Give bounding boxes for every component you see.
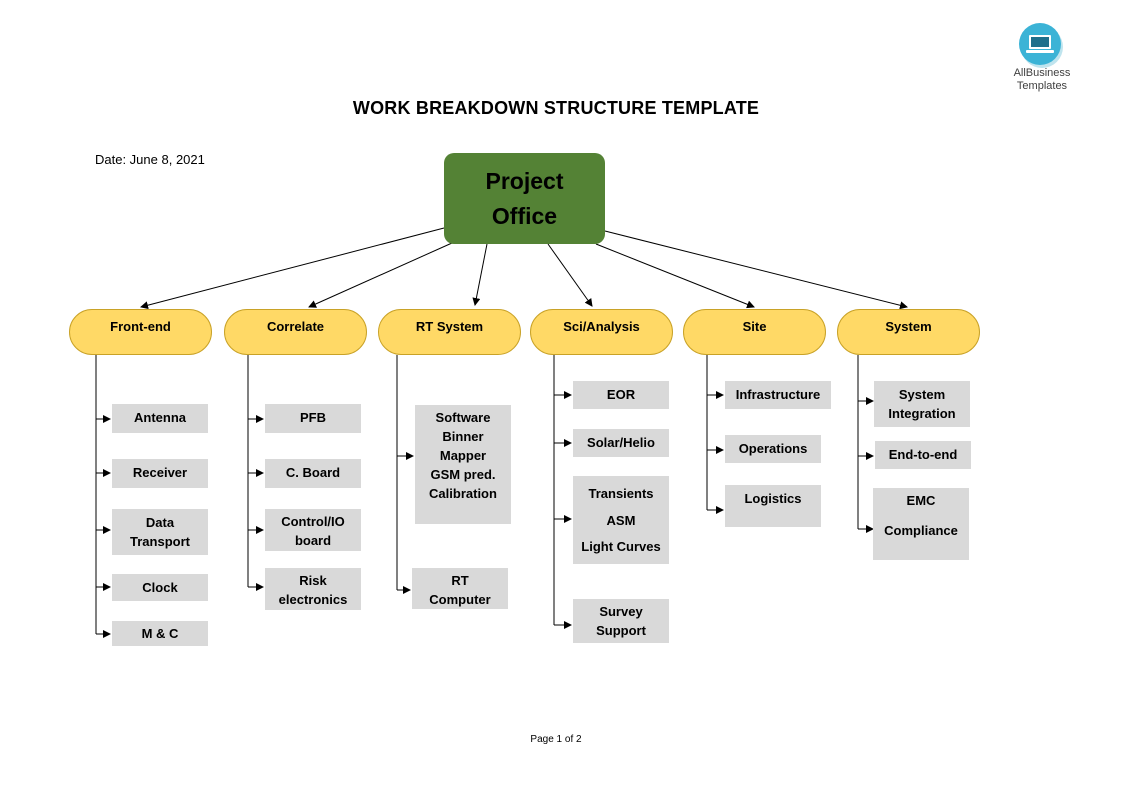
item-line: RT	[451, 573, 469, 588]
item-receiver: Receiver	[112, 459, 208, 488]
item-solar-helio: Solar/Helio	[573, 429, 669, 457]
item-line: Survey	[599, 604, 643, 619]
item-pfb: PFB	[265, 404, 361, 433]
item-control-io-board: Control/IO board	[265, 509, 361, 551]
category-system: System	[837, 309, 980, 355]
root-label-line-1: Project	[485, 167, 564, 194]
category-rt-system: RT System	[378, 309, 521, 355]
item-line: Integration	[888, 406, 956, 421]
item-line: Clock	[142, 580, 178, 595]
item-software: Software Binner Mapper GSM pred. Calibra…	[415, 405, 511, 524]
item-line: board	[294, 533, 332, 548]
item-line: Control/IO	[281, 514, 345, 529]
item-eor: EOR	[573, 381, 669, 409]
item-system-integration: System Integration	[874, 381, 970, 427]
page-title: WORK BREAKDOWN STRUCTURE TEMPLATE	[352, 98, 760, 118]
category-sci-analysis: Sci/Analysis	[530, 309, 673, 355]
item-rt-computer: RT Computer	[412, 568, 508, 609]
root-label-line-2: Office	[491, 202, 558, 229]
item-line: Transients	[588, 485, 654, 501]
item-line: Light Curves	[581, 539, 661, 555]
item-c-board: C. Board	[265, 459, 361, 488]
item-logistics: Logistics	[725, 485, 821, 527]
item-line: Risk	[299, 573, 327, 588]
item-survey-support: Survey Support	[573, 599, 669, 643]
date-label: Date: June 8, 2021	[95, 152, 205, 167]
item-end-to-end: End-to-end	[875, 441, 971, 469]
item-line: System	[898, 387, 946, 402]
item-line: Calibration	[429, 486, 497, 501]
item-line: EOR	[606, 387, 636, 402]
logo: AllBusiness Templates	[1000, 67, 1084, 92]
root-node-project-office: Project Office	[444, 153, 605, 244]
item-line: Infrastructure	[735, 387, 821, 402]
category-site: Site	[683, 309, 826, 355]
item-emc-compliance: EMC Compliance	[873, 488, 969, 560]
item-transients: Transients ASM Light Curves	[573, 476, 669, 564]
item-line: C. Board	[285, 465, 341, 480]
item-line: PFB	[300, 410, 326, 425]
item-line: Computer	[429, 592, 491, 607]
item-line: Binner	[442, 429, 484, 444]
item-line: Solar/Helio	[587, 435, 655, 450]
item-line: ASM	[606, 512, 636, 528]
item-line: Software	[435, 410, 491, 425]
item-line: Receiver	[132, 465, 188, 480]
logo-line-2: Templates	[1016, 79, 1068, 92]
logo-line-1: AllBusiness	[1013, 67, 1071, 79]
item-line: GSM pred.	[430, 467, 496, 482]
page-footer: Page 1 of 2	[530, 734, 582, 745]
item-operations: Operations	[725, 435, 821, 463]
item-line: Antenna	[134, 410, 186, 425]
item-line: Compliance	[884, 523, 958, 538]
category-correlate: Correlate	[224, 309, 367, 355]
item-data-transport: Data Transport	[112, 509, 208, 555]
item-line: Transport	[130, 534, 190, 549]
laptop-icon	[1019, 23, 1061, 65]
item-line: Logistics	[744, 491, 802, 506]
item-line: EMC	[906, 493, 936, 508]
item-line: Support	[596, 623, 646, 638]
category-front-end: Front-end	[69, 309, 212, 355]
item-risk-electronics: Risk electronics	[265, 568, 361, 610]
item-line: M & C	[141, 626, 179, 641]
item-antenna: Antenna	[112, 404, 208, 433]
item-line: electronics	[278, 592, 348, 607]
item-line: End-to-end	[888, 447, 958, 462]
item-infrastructure: Infrastructure	[725, 381, 831, 409]
item-line: Data	[145, 515, 175, 530]
item-line: Operations	[738, 441, 808, 456]
item-line: Mapper	[439, 448, 487, 463]
item-m-and-c: M & C	[112, 621, 208, 646]
item-clock: Clock	[112, 574, 208, 601]
